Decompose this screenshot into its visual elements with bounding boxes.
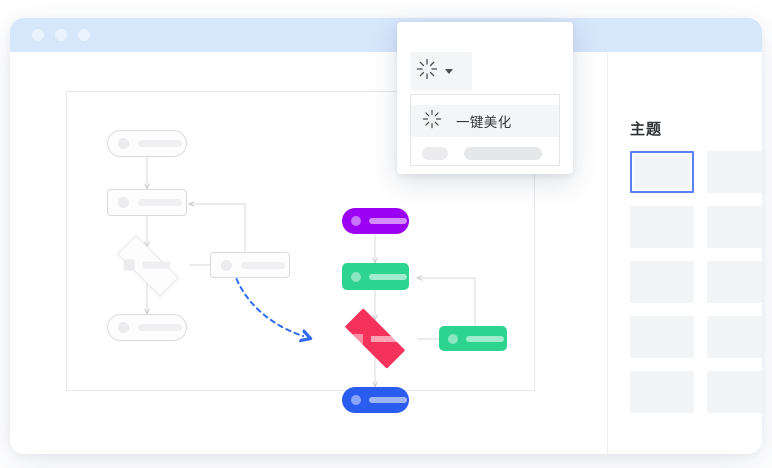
maximize-dot-icon[interactable] [78,29,90,41]
node-text-placeholder [241,261,285,269]
diamond-content [353,333,397,344]
node-text-placeholder [371,335,397,342]
sparkle-icon [416,58,438,85]
plain-node-side-process[interactable] [210,252,290,278]
panel-title: 主题 [630,120,663,138]
styled-node-side-process[interactable] [439,326,507,351]
node-bullet [351,395,361,405]
styled-node-process[interactable] [342,263,409,290]
node-bullet [448,333,458,344]
plain-node-start[interactable] [107,130,187,157]
theme-panel: 主题 [608,52,762,454]
node-bullet [118,322,129,333]
node-text-placeholder [138,324,182,331]
styled-node-start[interactable] [342,208,409,234]
theme-swatch-4[interactable] [707,206,762,248]
theme-swatch-6[interactable] [707,261,762,303]
sparkle-icon [422,109,442,134]
diamond-content [123,259,171,271]
theme-swatch-7[interactable] [630,316,694,358]
plain-node-end[interactable] [107,314,187,341]
menu-item-placeholder-row[interactable] [422,147,542,160]
theme-swatch-10[interactable] [707,371,762,413]
node-text-placeholder [466,335,504,342]
theme-swatch-1[interactable] [630,151,694,193]
theme-swatch-grid[interactable] [630,151,762,413]
chevron-down-icon[interactable] [445,68,453,74]
theme-swatch-9[interactable] [630,371,694,413]
theme-swatch-8[interactable] [707,316,762,358]
window-titlebar [10,18,762,52]
beautify-dropdown-trigger[interactable] [410,52,472,90]
placeholder-pill-small [422,147,448,160]
node-bullet [118,138,129,149]
panel-divider [607,52,608,454]
wire-side-loopback [189,204,246,252]
theme-swatch-5[interactable] [630,261,694,303]
plain-node-process[interactable] [107,189,187,216]
node-bullet [123,259,135,271]
menu-item-one-click-beautify[interactable]: 一键美化 [411,105,559,137]
placeholder-pill-large [464,147,542,160]
node-bullet [351,216,361,226]
node-bullet [351,271,361,282]
theme-swatch-3[interactable] [630,206,694,248]
node-text-placeholder [369,218,407,224]
theme-swatch-2[interactable] [707,151,762,193]
close-dot-icon[interactable] [32,29,44,41]
plain-node-decision[interactable] [105,235,189,297]
minimize-dot-icon[interactable] [55,29,67,41]
node-text-placeholder [369,273,407,280]
styled-node-end[interactable] [342,387,409,413]
wire-c-side-loopback [417,278,476,326]
node-bullet [353,333,363,344]
beautify-dropdown-menu: 一键美化 [410,94,560,166]
menu-item-label: 一键美化 [456,115,512,131]
node-bullet [118,197,129,208]
node-text-placeholder [138,140,182,147]
node-text-placeholder [369,397,407,403]
node-bullet [221,259,232,271]
window-traffic-lights [32,29,90,41]
node-text-placeholder [138,199,182,206]
beautify-dropdown: 一键美化 [397,22,573,174]
node-text-placeholder [142,261,171,269]
app-window: 主题 [10,18,762,454]
styled-node-decision[interactable] [333,308,417,369]
